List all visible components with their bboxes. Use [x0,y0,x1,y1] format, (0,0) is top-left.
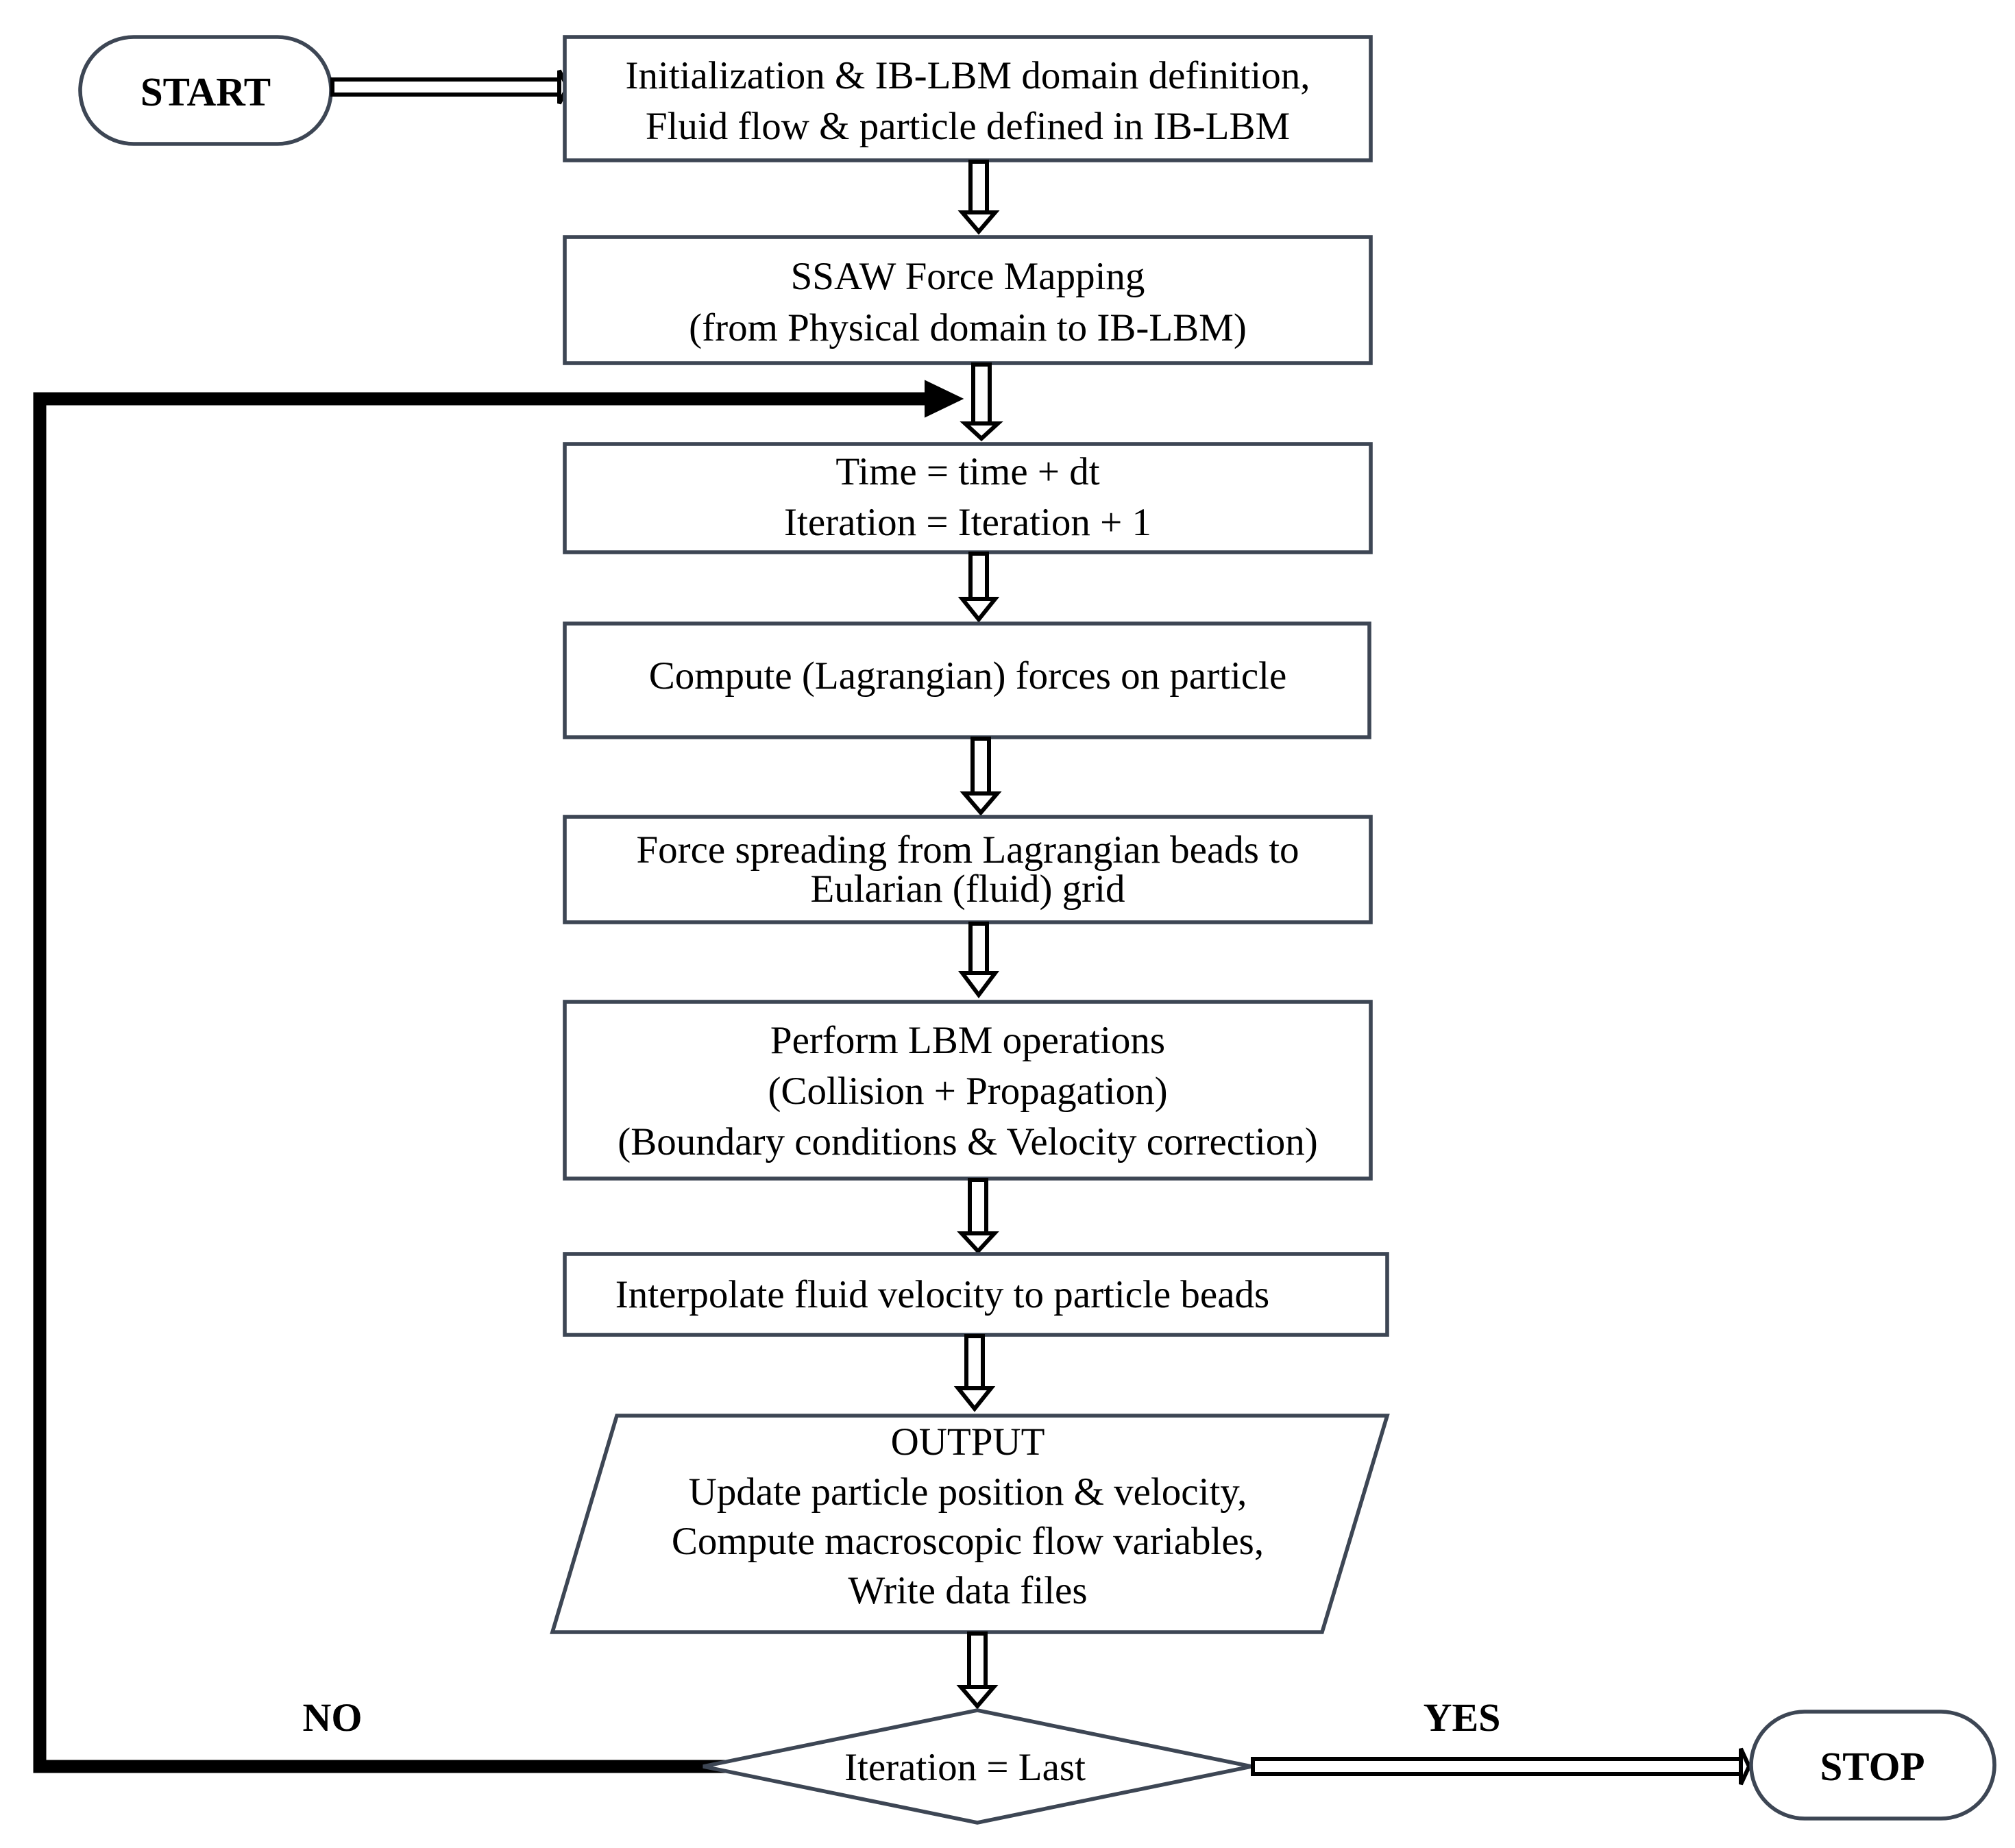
output-line1: OUTPUT [891,1420,1045,1464]
arrow-ssaw-time-shaft [971,362,992,426]
arrow-init-ssaw-shaft [968,160,989,214]
lbm-line1: Perform LBM operations [770,1019,1165,1062]
spread-line1: Force spreading from Lagrangian beads to [636,828,1299,872]
spread-box [563,815,1373,924]
lbm-box [563,1000,1373,1181]
arrow-compute-spread-head [960,791,1002,816]
arrow-spread-lbm-head [958,971,999,998]
loop-back-arrowhead [925,380,964,418]
ssaw-line1: SSAW Force Mapping [791,255,1145,298]
compute-line1: Compute (Lagrangian) forces on particle [649,654,1287,698]
output-line3: Compute macroscopic flow variables, [672,1520,1264,1563]
yes-arrow-head [1739,1747,1752,1786]
arrow-spread-lbm-shaft [968,922,989,975]
decision-label: Iteration = Last [844,1746,1086,1789]
output-line4: Write data files [848,1569,1087,1612]
decision-diamond [703,1708,1252,1825]
stop-terminal [1749,1710,1996,1821]
ssaw-box [563,235,1373,365]
arrow-time-compute-shaft [968,552,989,601]
time-line2: Iteration = Iteration + 1 [784,501,1151,544]
arrow-lbm-interp-head [957,1231,999,1255]
ssaw-line2: (from Physical domain to IB-LBM) [689,306,1247,349]
arrow-lbm-interp-shaft [968,1178,988,1235]
start-arrow-shaft [330,77,561,97]
arrow-output-decision-head [956,1685,999,1710]
time-line1: Time = time + dt [835,450,1099,493]
arrow-ssaw-time-head [960,421,1003,442]
compute-box [563,621,1371,739]
output-parallelogram [550,1414,1390,1634]
interp-box [563,1252,1389,1337]
interp-line1: Interpolate fluid velocity to particle b… [615,1273,1269,1316]
arrow-output-decision-shaft [967,1631,988,1689]
arrow-interp-output-head [953,1386,996,1412]
loop-back-line [33,392,925,1773]
no-branch-label: NO [303,1695,363,1740]
init-line2: Fluid flow & particle defined in IB-LBM [646,105,1290,148]
arrow-compute-spread-shaft [970,737,991,796]
init-box [563,35,1373,162]
yes-branch-label: YES [1424,1695,1501,1740]
init-line1: Initialization & IB-LBM domain definitio… [626,54,1310,97]
arrow-interp-output-shaft [964,1334,985,1390]
spread-line2: Eularian (fluid) grid [810,867,1125,911]
arrow-init-ssaw-head [957,210,1000,235]
time-box [563,442,1373,554]
lbm-line3: (Boundary conditions & Velocity correcti… [618,1120,1318,1163]
output-line2: Update particle position & velocity, [689,1470,1247,1514]
lbm-line2: (Collision + Propagation) [768,1070,1167,1113]
arrow-time-compute-head [957,597,1000,623]
yes-arrow-shaft [1251,1757,1743,1776]
start-label: START [141,69,271,114]
stop-label: STOP [1820,1744,1925,1789]
